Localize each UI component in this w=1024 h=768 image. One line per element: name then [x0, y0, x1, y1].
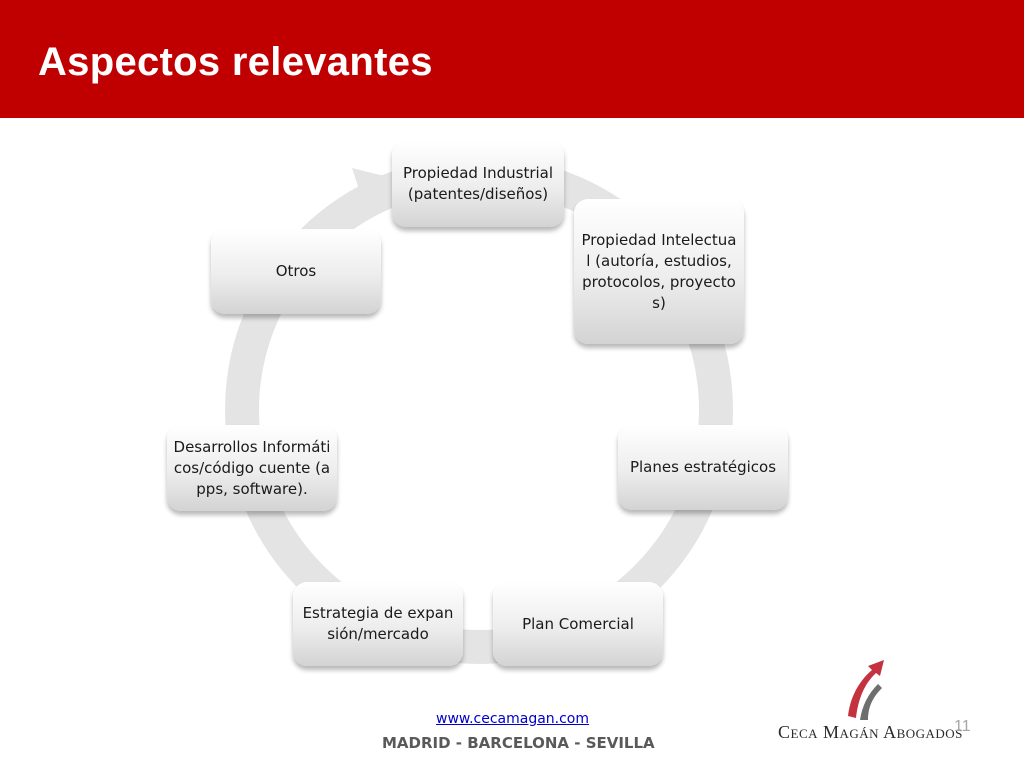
cycle-node-plan-comercial: Plan Comercial	[493, 582, 663, 666]
cycle-node-planes-estrategicos: Planes estratégicos	[618, 425, 788, 510]
cycle-node-propiedad-industrial: Propiedad Industrial (patentes/diseños)	[392, 141, 564, 227]
node-label: Planes estratégicos	[630, 457, 776, 478]
node-label: Otros	[276, 261, 317, 282]
node-label: Propiedad Industrial (patentes/diseños)	[398, 163, 558, 205]
node-label: Desarrollos Informáticos/código cuente (…	[173, 437, 331, 500]
company-logo-text: Ceca Magán Abogados	[778, 722, 963, 743]
node-label: Propiedad Intelectual (autoría, estudios…	[580, 230, 738, 314]
cycle-node-otros: Otros	[211, 229, 381, 314]
cycle-node-propiedad-intelectual: Propiedad Intelectual (autoría, estudios…	[574, 199, 744, 344]
cycle-node-estrategia-expansion: Estrategia de expansión/mercado	[293, 582, 463, 666]
website-link[interactable]: www.cecamagan.com	[436, 711, 589, 727]
cycle-node-desarrollos-informaticos: Desarrollos Informáticos/código cuente (…	[167, 425, 337, 511]
node-label: Estrategia de expansión/mercado	[299, 603, 457, 645]
node-label: Plan Comercial	[522, 614, 634, 635]
office-cities: MADRID - BARCELONA - SEVILLA	[382, 734, 655, 752]
logo-arrow-icon	[838, 656, 890, 722]
slide-number: 11	[954, 718, 971, 736]
